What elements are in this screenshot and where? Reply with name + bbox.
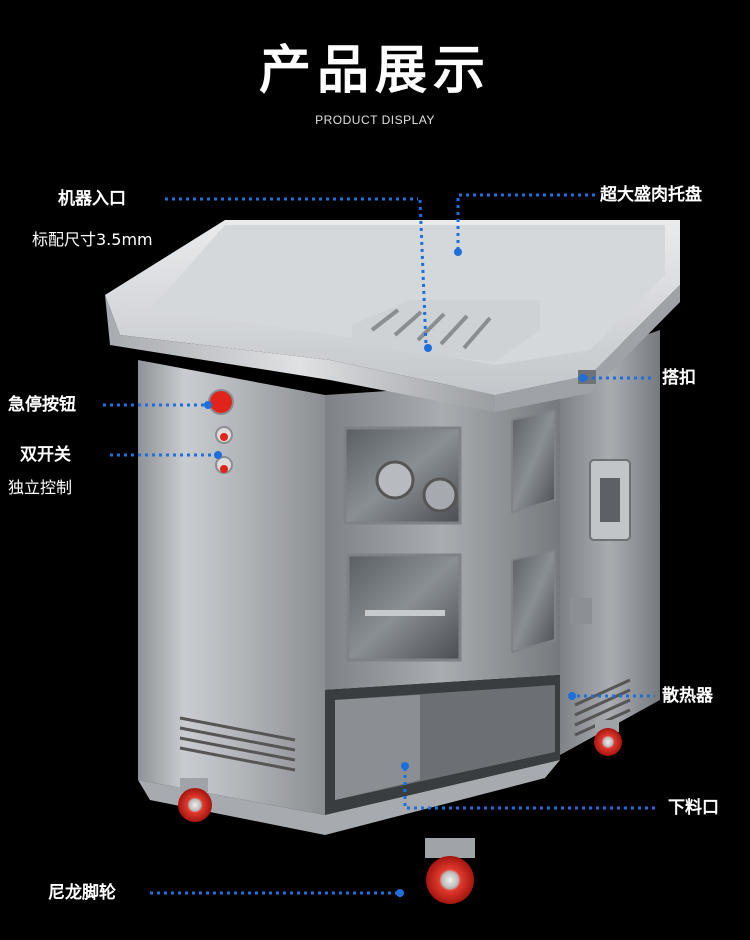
switch-button-1 [220,433,228,441]
callout-inlet-note: 标配尺寸3.5mm [32,230,153,249]
callout-radiator-label: 散热器 [662,686,713,706]
tray-rim-front [105,295,495,412]
left-body-panel [138,360,325,815]
page-subtitle: PRODUCT DISPLAY [315,113,435,127]
callout-latch-label: 搭扣 [662,368,696,388]
switch-button-2 [220,465,228,473]
vent-right [574,678,631,737]
side-window-bottom [511,548,556,654]
base-plate [138,760,560,835]
callout-tray-label: 超大盛肉托盘 [600,185,702,205]
vent-left [179,716,296,772]
page-title: 产品展示 [258,41,491,101]
callout-inlet-label: 机器入口 [58,189,126,209]
callout-outlet-label: 下料口 [668,798,719,818]
side-window-top [511,408,556,514]
callout-line-inlet-down [418,199,428,346]
caster-front [425,838,475,904]
caster-left-back [178,778,212,822]
callout-switch-note: 独立控制 [8,478,73,497]
right-side-panel [560,330,660,755]
callout-casters-label: 尼龙脚轮 [48,883,116,903]
front-window-bottom [346,553,462,662]
caster-right-back [594,720,622,756]
callout-stop-label: 急停按钮 [8,395,76,415]
inlet-grid [352,300,540,362]
callout-switch-label: 双开关 [20,445,71,465]
emergency-stop-button [208,389,234,415]
